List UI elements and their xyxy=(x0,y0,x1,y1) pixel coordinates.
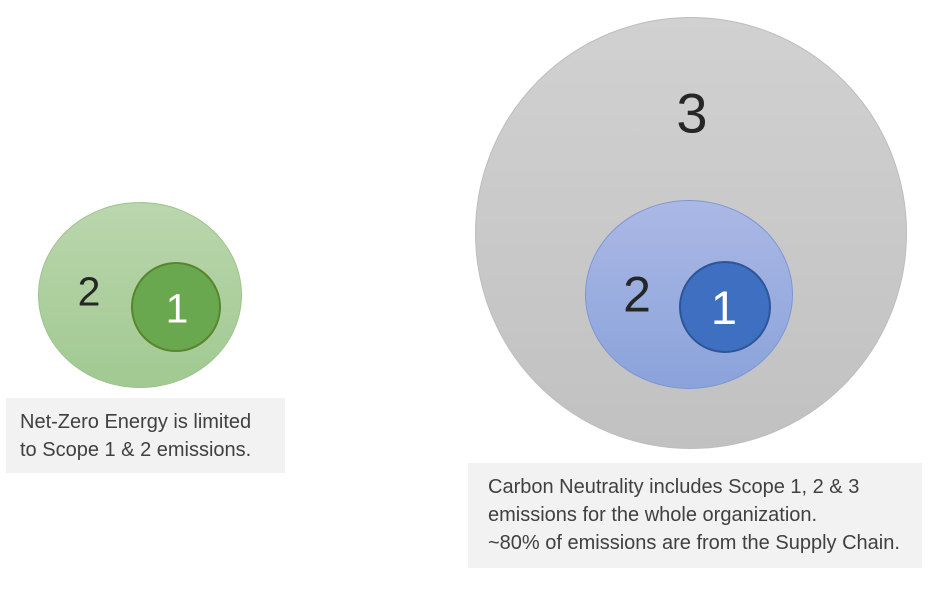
scope-1-number-label: 1 xyxy=(165,285,189,332)
scope-2-number-label: 2 xyxy=(77,268,101,315)
scope-1-circle-green xyxy=(131,262,221,352)
net-zero-caption-line-2: to Scope 1 & 2 emissions. xyxy=(20,439,252,461)
carbon-caption-line-1: Carbon Neutrality includes Scope 1, 2 & … xyxy=(488,476,860,498)
scope-1-number-label-right: 1 xyxy=(710,281,738,335)
carbon-caption-line-3: ~80% of emissions are from the Supply Ch… xyxy=(488,532,900,554)
carbon-caption-line-2: emissions for the whole organization. xyxy=(488,504,818,526)
carbon-neutrality-caption: Carbon Neutrality includes Scope 1, 2 & … xyxy=(468,463,922,568)
net-zero-caption: Net-Zero Energy is limited to Scope 1 & … xyxy=(6,398,285,473)
net-zero-caption-line-1: Net-Zero Energy is limited xyxy=(20,411,252,433)
scope-3-number-label: 3 xyxy=(676,81,708,145)
scope-1-circle-blue xyxy=(679,261,771,353)
scope-2-number-label-right: 2 xyxy=(623,266,651,323)
